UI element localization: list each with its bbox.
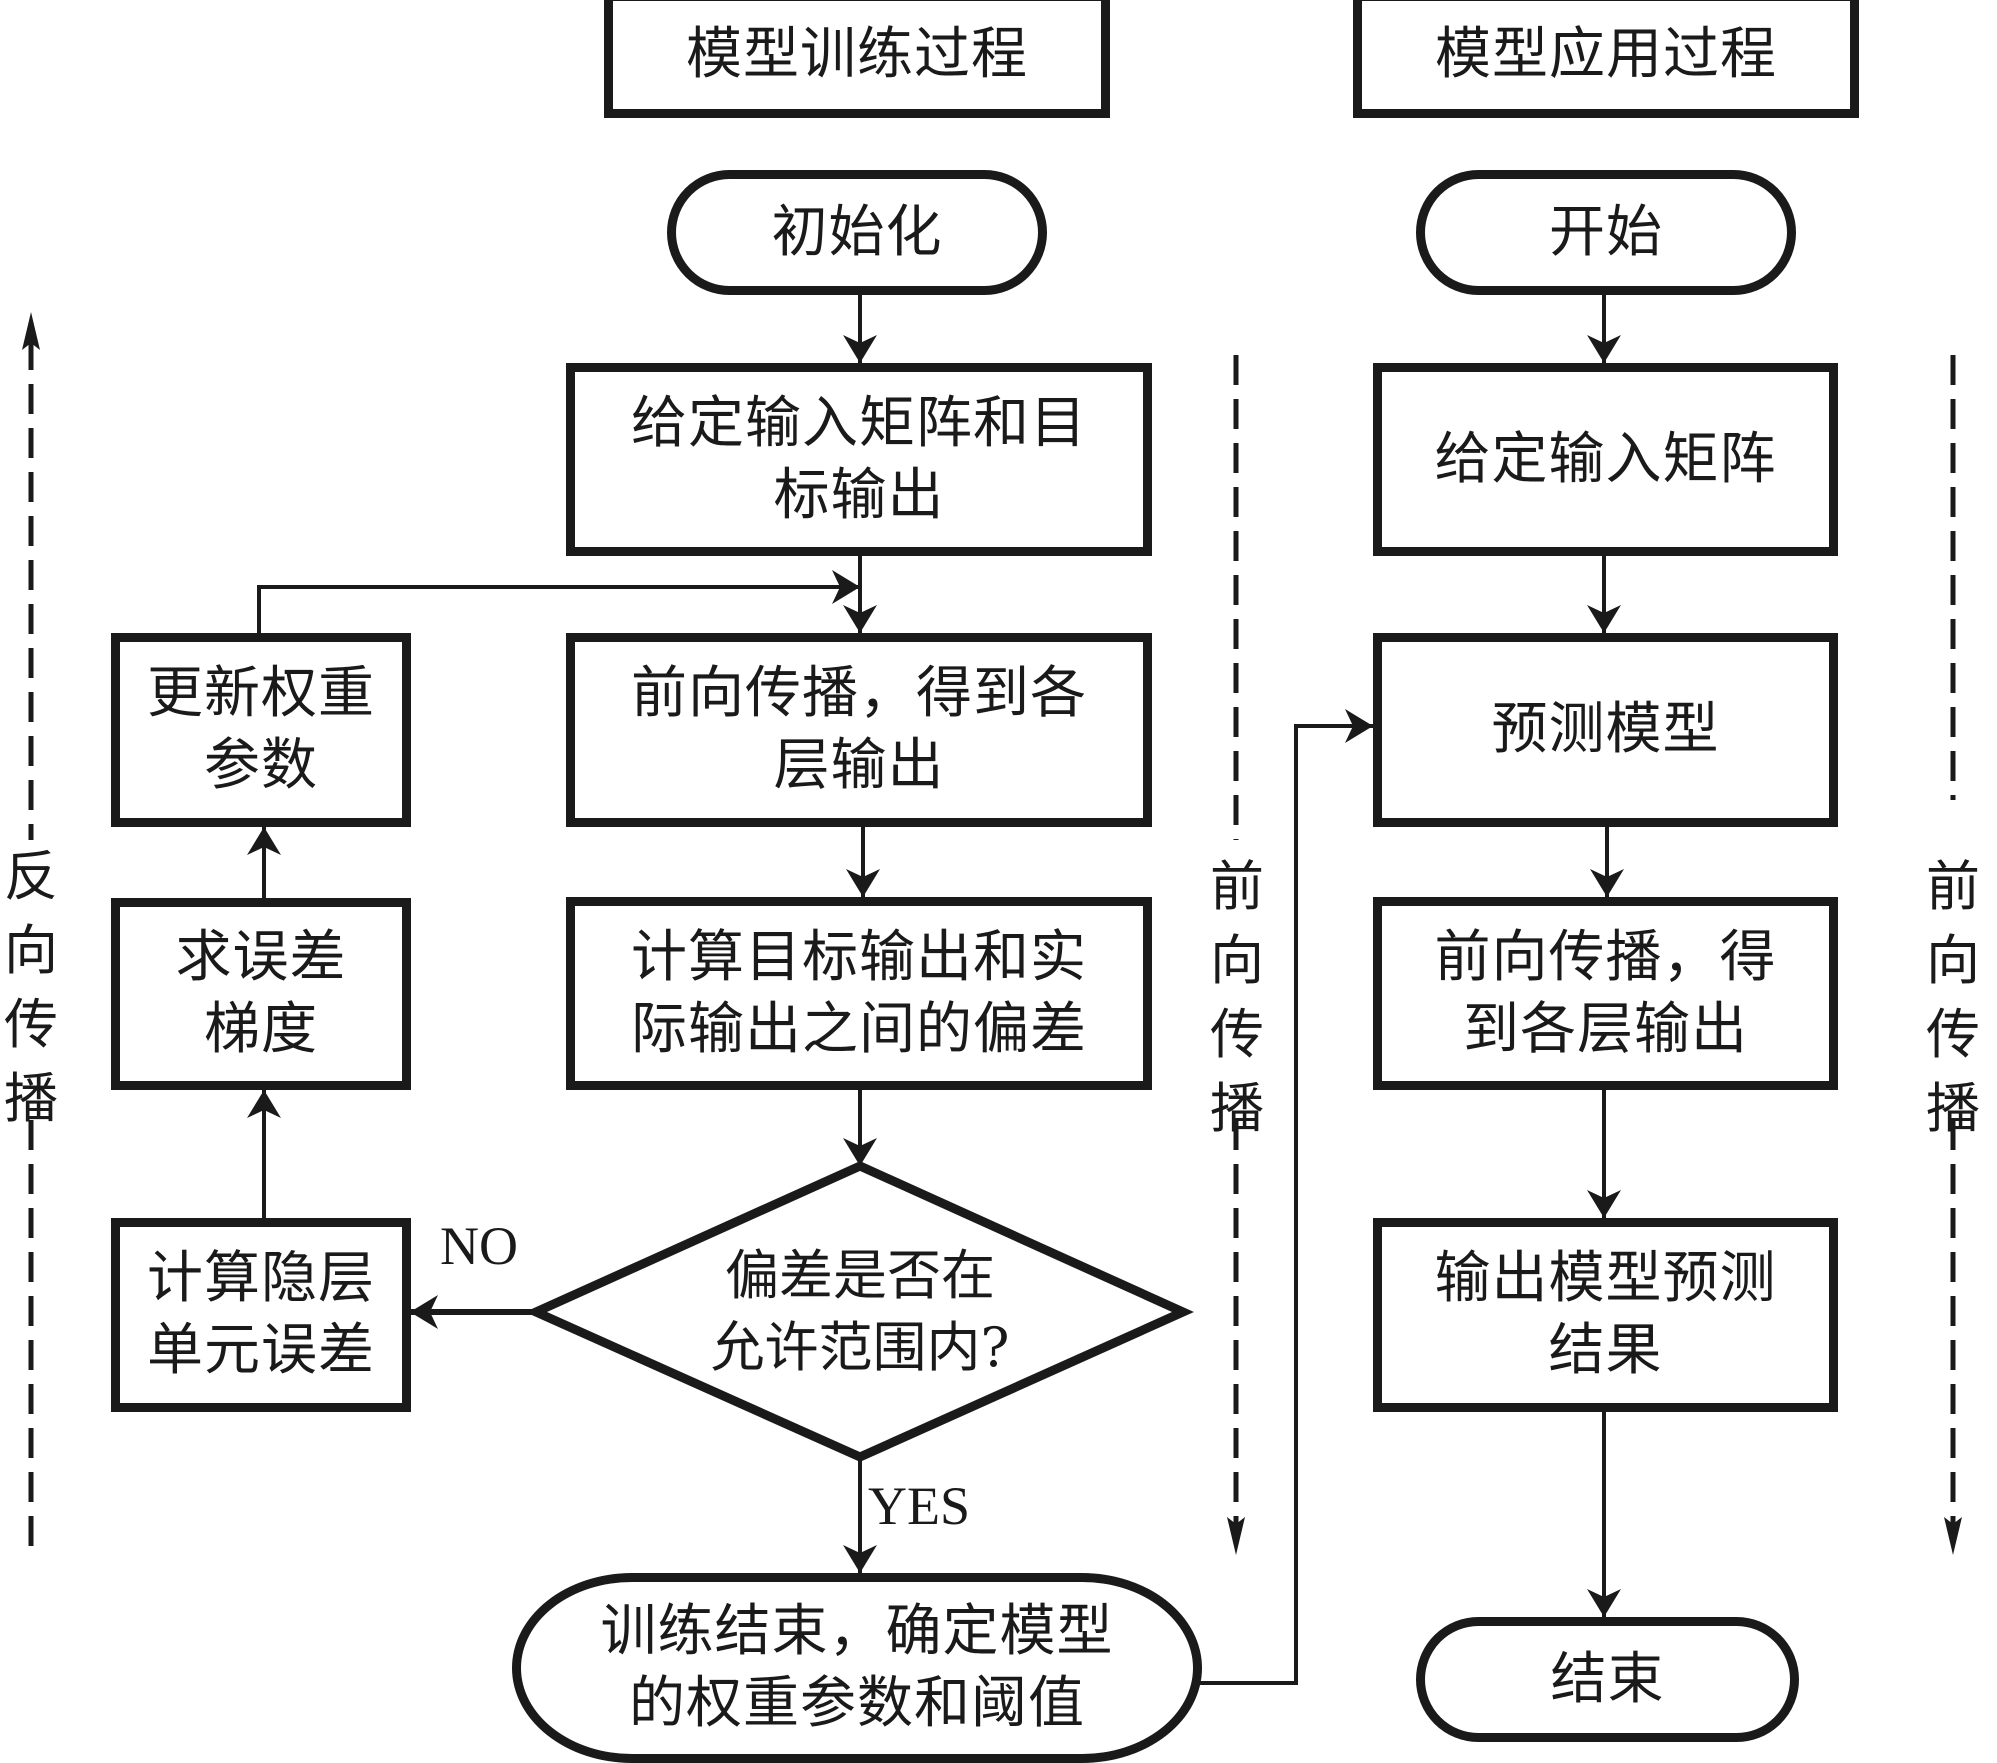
training-input-box: 给定输入矩阵和目 标输出 (566, 363, 1152, 556)
decision-no-label: NO (440, 1216, 518, 1276)
training-end-line2: 的权重参数和阈值 (629, 1671, 1085, 1736)
application-forward-line2: 到各层输出 (1463, 996, 1748, 1062)
forward-right-arrowhead-icon (1944, 1517, 1962, 1555)
training-end-terminal: 训练结束，确定模型 的权重参数和阈值 (512, 1573, 1202, 1763)
application-end-text: 结束 (1550, 1646, 1665, 1712)
decision-line1: 偏差是否在 (725, 1244, 995, 1307)
arrow-end-to-predict (1198, 709, 1373, 1685)
application-input-text: 给定输入矩阵 (1434, 426, 1777, 492)
decision-diamond (525, 1161, 1194, 1462)
init-terminal: 初始化 (667, 170, 1047, 295)
output-result-line1: 输出模型预测 (1434, 1246, 1777, 1311)
gradient-box: 求误差 梯度 (111, 898, 411, 1090)
output-result-line2: 结果 (1548, 1318, 1663, 1383)
training-input-line2: 标输出 (773, 462, 945, 528)
forward-propagation-label-right: 前 向 传 播 (1926, 855, 1980, 1140)
backward-propagation-label: 反 向 传 播 (4, 845, 58, 1130)
application-process-header-text: 模型应用过程 (1435, 22, 1777, 87)
compute-deviation-box: 计算目标输出和实 际输出之间的偏差 (566, 897, 1152, 1090)
training-forward-box: 前向传播，得到各 层输出 (566, 633, 1152, 827)
training-forward-line2: 层输出 (773, 733, 945, 798)
hidden-error-line1: 计算隐层 (147, 1246, 375, 1311)
update-weights-line2: 参数 (204, 733, 318, 798)
forward-mid-arrowhead-icon (1227, 1517, 1245, 1555)
predict-model-box: 预测模型 (1373, 633, 1838, 827)
output-result-box: 输出模型预测 结果 (1373, 1218, 1838, 1412)
start-text: 开始 (1549, 199, 1663, 265)
backward-arrowhead-icon (22, 312, 40, 350)
update-weights-line1: 更新权重 (147, 661, 375, 726)
application-input-box: 给定输入矩阵 (1373, 363, 1838, 556)
start-terminal: 开始 (1416, 170, 1796, 295)
training-input-line1: 给定输入矩阵和目 (631, 390, 1087, 456)
training-forward-line1: 前向传播，得到各 (631, 661, 1087, 726)
application-forward-line1: 前向传播，得 (1434, 924, 1777, 990)
gradient-line1: 求误差 (175, 925, 347, 990)
training-end-line1: 训练结束，确定模型 (600, 1599, 1114, 1664)
decision-yes-label: YES (868, 1476, 971, 1536)
init-text: 初始化 (771, 199, 943, 265)
application-process-header: 模型应用过程 (1353, 0, 1859, 118)
arrow-update-to-forward (257, 570, 860, 633)
training-process-header-text: 模型训练过程 (686, 22, 1028, 87)
hidden-error-box: 计算隐层 单元误差 (111, 1218, 411, 1412)
predict-model-text: 预测模型 (1491, 697, 1720, 762)
gradient-line2: 梯度 (204, 997, 318, 1062)
decision-line2: 允许范围内? (710, 1316, 1010, 1379)
hidden-error-line2: 单元误差 (147, 1318, 375, 1383)
training-process-header: 模型训练过程 (604, 0, 1110, 118)
update-weights-box: 更新权重 参数 (111, 633, 411, 827)
compute-deviation-line1: 计算目标输出和实 (631, 924, 1087, 990)
application-end-terminal: 结束 (1416, 1617, 1799, 1742)
compute-deviation-line2: 际输出之间的偏差 (631, 996, 1087, 1062)
forward-propagation-label-mid: 前 向 传 播 (1210, 855, 1264, 1140)
application-forward-box: 前向传播，得 到各层输出 (1373, 897, 1838, 1090)
decision-text: 偏差是否在 允许范围内? (640, 1240, 1080, 1384)
